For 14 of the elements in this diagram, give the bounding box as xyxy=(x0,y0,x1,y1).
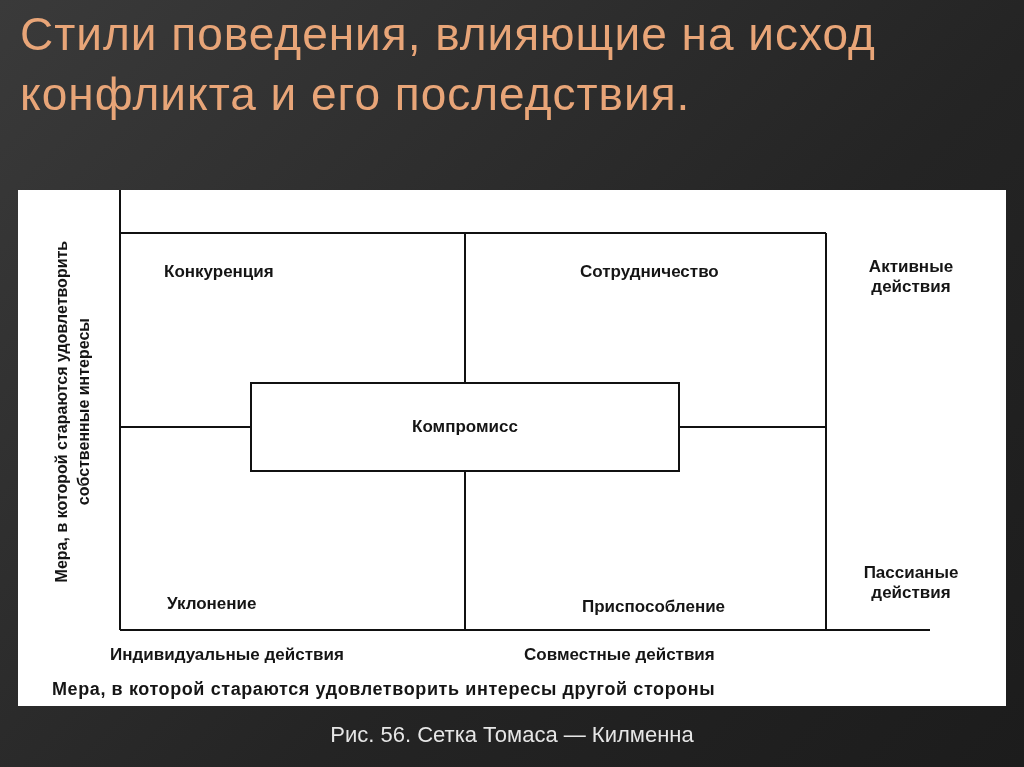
process-box xyxy=(250,382,680,472)
quadrant-label: Пассианые действия xyxy=(862,563,960,604)
box-label: Компромисс xyxy=(412,417,518,437)
quadrant-label: Уклонение xyxy=(167,594,257,615)
axis-label: Совместные действия xyxy=(524,645,715,666)
figure-caption: Рис. 56. Сетка Томаса — Килменна xyxy=(329,722,695,748)
slide-title: Стили поведения, влияющие на исход конфликта и его последствия. xyxy=(20,7,877,122)
quadrant-label: Приспособление xyxy=(582,597,726,618)
quadrant-label: Сотрудничество xyxy=(580,262,719,283)
axis-label: Мера, в которой стараются удовлетворить собственные интересы xyxy=(52,239,93,585)
axis-label: Индивидуальные действия xyxy=(110,645,344,666)
quadrant-label: Активные действия xyxy=(867,257,955,298)
axis-label: Мера, в которой стараются удовлетворить интересы другой стороны xyxy=(52,679,716,701)
quadrant-label: Конкуренция xyxy=(164,262,274,283)
